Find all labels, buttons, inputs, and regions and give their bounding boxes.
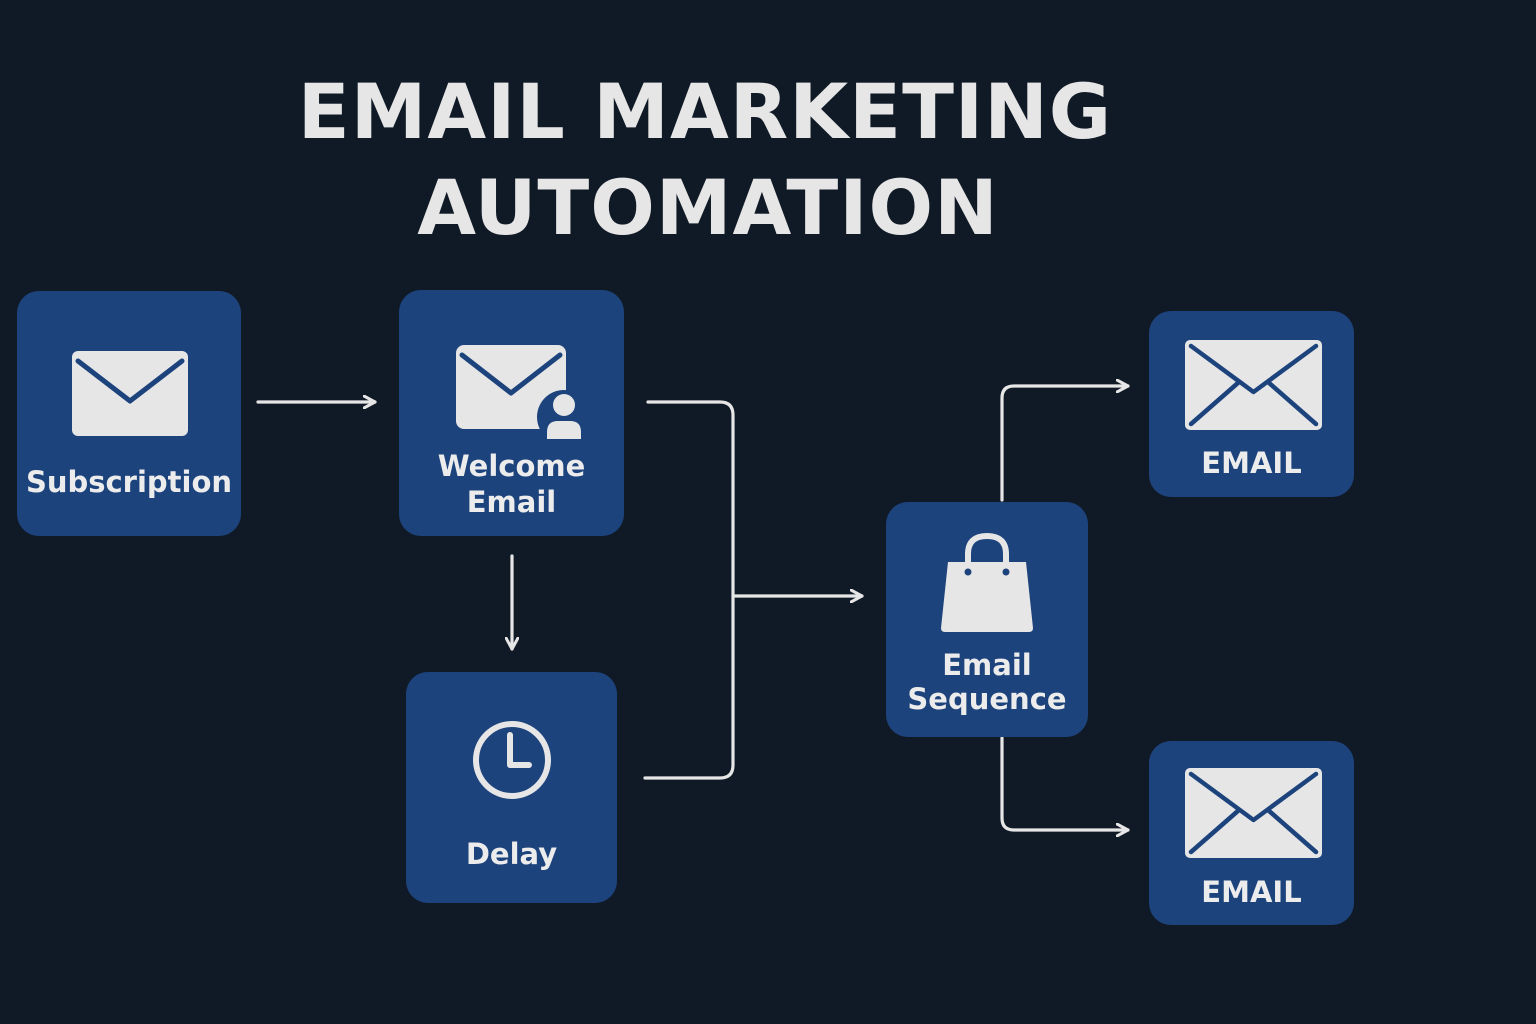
envelope-icon: [1185, 768, 1322, 858]
node-email-top[interactable]: EMAIL: [1149, 311, 1354, 497]
arrow-sequence-to-email-bottom: [1000, 736, 1130, 830]
node-welcome-email[interactable]: Welcome Email: [399, 290, 624, 536]
connector-welcome-to-merge: [643, 400, 735, 780]
delay-label: Delay: [465, 837, 558, 871]
envelope-user-icon: [456, 345, 586, 443]
envelope-icon: [72, 351, 188, 436]
email-top-label: EMAIL: [1201, 446, 1302, 480]
arrow-sequence-to-email-top: [1000, 386, 1130, 502]
sequence-label-line-2: Sequence: [907, 682, 1067, 716]
subscription-label: Subscription: [25, 465, 233, 499]
node-email-bottom[interactable]: EMAIL: [1149, 741, 1354, 925]
node-delay[interactable]: Delay: [406, 672, 617, 903]
node-email-sequence[interactable]: Email Sequence: [886, 502, 1088, 737]
page-title-line-1: EMAIL MARKETING: [297, 67, 1113, 156]
envelope-icon: [1185, 340, 1322, 430]
welcome-label-line-2: Email: [466, 485, 557, 519]
welcome-label-line-1: Welcome: [437, 449, 586, 483]
shopping-bag-icon: [941, 532, 1033, 632]
sequence-label-line-1: Email: [942, 648, 1032, 682]
clock-icon: [473, 721, 551, 799]
email-bottom-label: EMAIL: [1201, 875, 1302, 909]
node-subscription[interactable]: Subscription: [17, 291, 241, 536]
page-title-line-2: AUTOMATION: [417, 163, 999, 252]
